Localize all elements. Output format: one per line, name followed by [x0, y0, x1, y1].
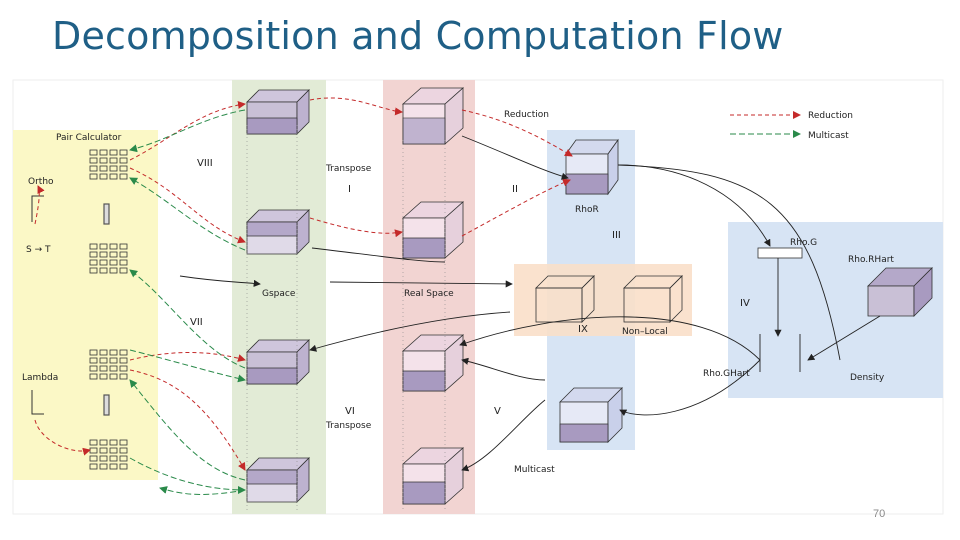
nonlocal-panel — [514, 264, 692, 336]
pair-calc-grids — [89, 149, 128, 470]
pair-calculator-panel — [13, 130, 158, 480]
nonlocal-cubes — [535, 275, 683, 323]
label-rhoghart: Rho.GHart — [703, 369, 750, 379]
rhog-box — [757, 247, 803, 259]
roman-vi: VI — [345, 406, 355, 417]
label-transpose-top: Transpose — [325, 164, 372, 174]
page-number: 70 — [873, 508, 886, 520]
label-real-space: Real Space — [404, 289, 454, 299]
label-pair-calculator: Pair Calculator — [56, 133, 122, 143]
dotted-guides — [246, 125, 446, 510]
label-non-local: Non–Local — [622, 327, 668, 337]
label-ortho: Ortho — [28, 177, 54, 187]
roman-ii: II — [512, 184, 518, 195]
realspace-cubes — [401, 87, 465, 505]
rhorhart-cube — [867, 267, 933, 317]
ortho-bracket — [31, 195, 44, 222]
realspace-panel — [383, 80, 475, 514]
lambda-bracket — [31, 390, 44, 415]
label-s-to-t: S → T — [26, 245, 51, 255]
label-rhor: RhoR — [575, 205, 599, 215]
roman-iii: III — [612, 230, 621, 241]
roman-iv: IV — [740, 298, 750, 309]
label-transpose-bottom: Transpose — [325, 421, 372, 431]
label-gspace: Gspace — [262, 289, 296, 299]
label-density: Density — [850, 373, 885, 383]
legend-reduction-label: Reduction — [808, 111, 853, 121]
label-lambda: Lambda — [22, 373, 58, 383]
gspace-cubes — [246, 89, 310, 503]
roman-ix: IX — [578, 324, 588, 335]
multicast-arrows — [129, 109, 801, 495]
roman-viii: VIII — [197, 158, 213, 169]
roman-vii: VII — [190, 317, 203, 328]
flow-arrows-black — [179, 135, 881, 472]
slide-title: Decomposition and Computation Flow — [52, 14, 784, 58]
gspace-panel — [232, 80, 326, 514]
legend-multicast-label: Multicast — [808, 131, 849, 141]
pair-calc-transfer-arrows — [103, 203, 110, 416]
label-rhog: Rho.G — [790, 238, 817, 248]
rho-cubes — [559, 138, 623, 443]
label-multicast-bottom: Multicast — [514, 465, 555, 475]
roman-v: V — [494, 406, 501, 417]
label-rhorhart: Rho.RHart — [848, 255, 894, 265]
reduction-arrows — [34, 97, 801, 471]
roman-i: I — [348, 184, 351, 195]
label-reduction-top: Reduction — [504, 110, 549, 120]
